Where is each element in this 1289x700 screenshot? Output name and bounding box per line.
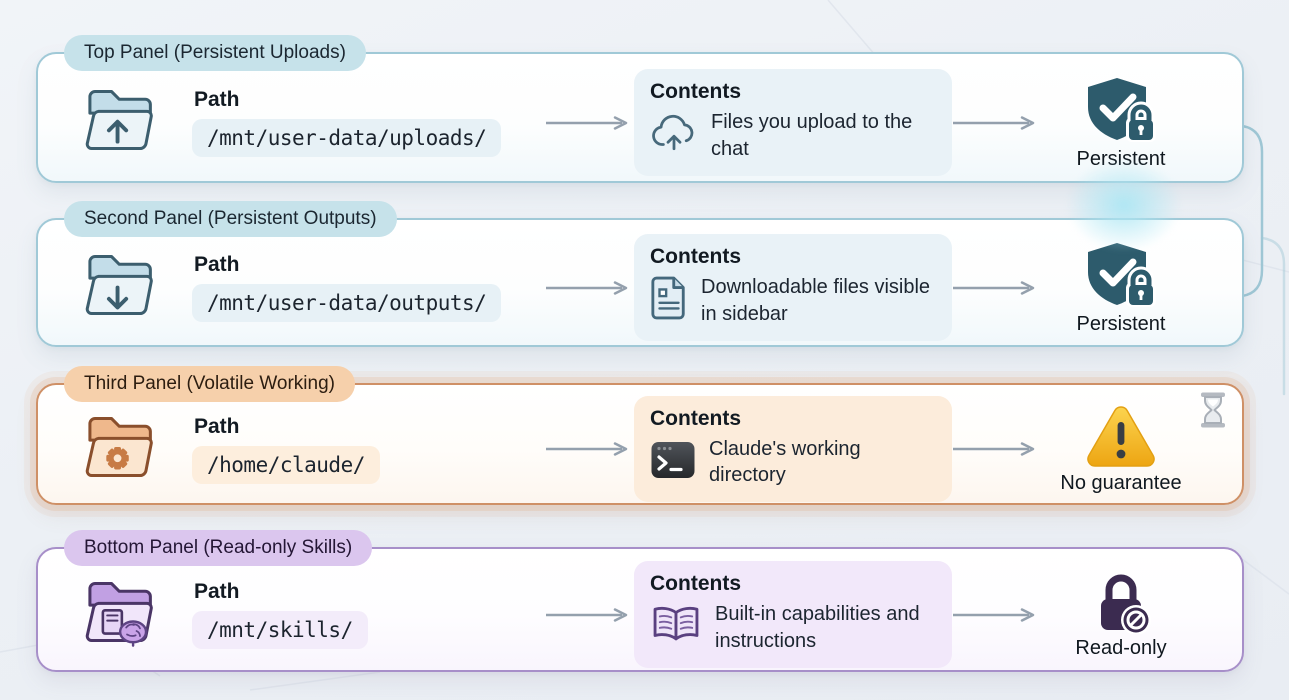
path-label: Path <box>194 414 240 438</box>
path-block: Path /mnt/user-data/uploads/ <box>192 88 544 157</box>
contents-card: Contents Downloadable files visible in s… <box>634 234 952 341</box>
contents-card: Contents Built-in capabilities and instr… <box>634 561 952 668</box>
contents-description: Claude's working directory <box>709 437 861 486</box>
panel-top-persistent-uploads: Top Panel (Persistent Uploads) Path /mnt… <box>36 35 1244 183</box>
contents-label: Contents <box>650 245 741 269</box>
arrow-right-icon <box>951 115 1041 131</box>
terminal-icon <box>650 440 696 485</box>
panel-row: Path /mnt/skills/ Contents Built-in capa… <box>38 549 1242 670</box>
panel-bottom-readonly-skills: Bottom Panel (Read-only Skills) Path /mn… <box>36 530 1244 672</box>
contents-card: Contents Claude's working directory <box>634 395 952 503</box>
document-icon <box>650 275 688 326</box>
arrow-right-icon <box>951 280 1041 296</box>
contents-label: Contents <box>650 572 741 596</box>
contents-card: Contents Files you upload to the chat <box>634 69 952 176</box>
path-value: /home/claude/ <box>192 445 380 484</box>
panel-label-badge: Third Panel (Volatile Working) <box>64 366 355 402</box>
arrow-right-icon <box>544 441 634 457</box>
shield-check-lock-icon <box>1077 75 1166 145</box>
contents-description: Built-in capabilities and instructions <box>715 603 920 652</box>
folder-gear-icon <box>79 409 163 490</box>
warning-triangle-icon <box>1060 403 1181 469</box>
contents-description: Downloadable files visible in sidebar <box>701 276 931 325</box>
panel-row: Path /home/claude/ Contents Claude's wor… <box>38 385 1242 503</box>
lock-prohibited-icon <box>1075 570 1166 634</box>
arrow-right-icon <box>544 280 634 296</box>
path-block: Path /mnt/skills/ <box>192 580 544 649</box>
hourglass-icon <box>1198 391 1228 434</box>
folder-arrow-up-icon <box>79 82 163 163</box>
open-book-icon <box>650 605 702 650</box>
path-label: Path <box>194 88 240 111</box>
status-label: No guarantee <box>1060 472 1182 494</box>
status-label: Persistent <box>1076 312 1166 335</box>
path-value: /mnt/user-data/uploads/ <box>192 119 502 157</box>
status-block: Read-only <box>1075 570 1167 660</box>
contents-description: Files you upload to the chat <box>711 111 913 160</box>
cloud-upload-icon <box>650 113 698 158</box>
arrow-right-icon <box>544 115 634 131</box>
panel-label-badge: Second Panel (Persistent Outputs) <box>64 201 397 237</box>
contents-label: Contents <box>650 406 741 430</box>
path-label: Path <box>194 253 240 276</box>
status-block: Persistent <box>1076 240 1166 336</box>
panel-label-badge: Bottom Panel (Read-only Skills) <box>64 530 373 566</box>
arrow-right-icon <box>544 607 634 623</box>
contents-label: Contents <box>650 80 741 104</box>
persistent-bracket-decoration <box>1240 124 1286 396</box>
panel-third-volatile-working: Third Panel (Volatile Working) <box>36 366 1244 505</box>
panel-row: Path /mnt/user-data/uploads/ Contents Fi… <box>38 54 1242 181</box>
path-block: Path /mnt/user-data/outputs/ <box>192 253 544 322</box>
shield-check-lock-icon <box>1077 240 1166 310</box>
path-label: Path <box>194 580 240 603</box>
status-block: Persistent <box>1076 75 1166 171</box>
folder-book-brain-icon <box>79 574 163 655</box>
arrow-right-icon <box>951 441 1041 457</box>
panel-row: Path /mnt/user-data/outputs/ Contents Do… <box>38 220 1242 345</box>
panel-second-persistent-outputs: Second Panel (Persistent Outputs) Path /… <box>36 201 1244 347</box>
panel-label-badge: Top Panel (Persistent Uploads) <box>64 35 366 71</box>
path-block: Path /home/claude/ <box>192 415 544 484</box>
path-value: /mnt/skills/ <box>192 611 368 649</box>
path-value: /mnt/user-data/outputs/ <box>192 284 502 322</box>
status-label: Read-only <box>1075 636 1167 659</box>
status-label: Persistent <box>1076 147 1166 170</box>
folder-arrow-down-icon <box>79 247 163 328</box>
arrow-right-icon <box>951 607 1041 623</box>
status-block: No guarantee <box>1060 403 1182 495</box>
